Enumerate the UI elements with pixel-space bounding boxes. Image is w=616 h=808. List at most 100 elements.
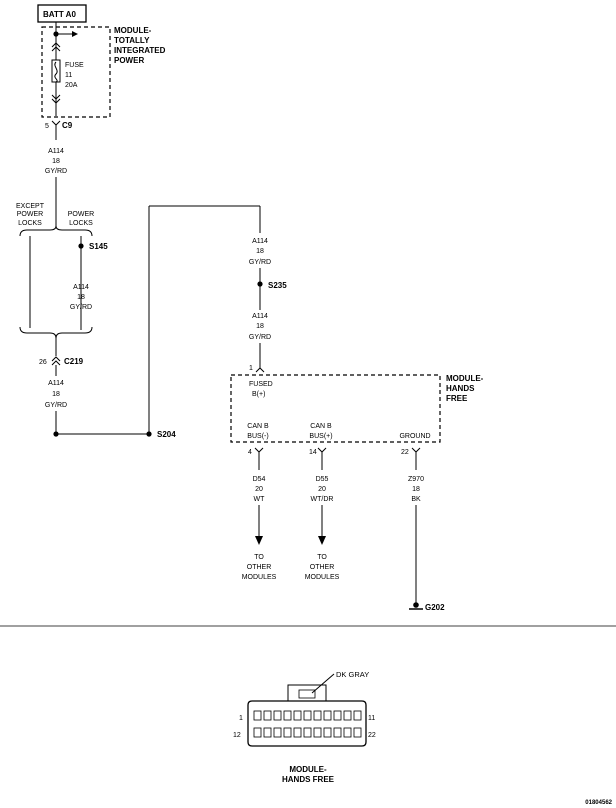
connector-pin-cavity [343,710,352,721]
pin-22: 22 [401,449,409,456]
connector-latch-tab [298,689,316,699]
hfm-pin1-connector-icon [255,367,265,373]
bus-arrow-icon [72,31,78,37]
a114-color-5: GY/RD [249,334,271,341]
d54-color: WT [254,496,266,503]
connector-pin-cavity [323,727,332,738]
d54-to-line-2: OTHER [247,564,272,571]
connector-pin-22: 22 [368,732,376,739]
arrow-down-icon [255,536,263,545]
connector-pin-1: 1 [239,715,243,722]
a114-circuit-3: A114 [48,380,64,387]
connector-body [247,700,367,747]
except-line-1: EXCEPT [16,203,45,210]
hfm-canb-minus-line-2: BUS(-) [247,433,268,440]
except-line-3: LOCKS [18,220,42,227]
d55-to-line-2: OTHER [310,564,335,571]
z970-gauge: 18 [412,486,420,493]
connector-pin-12: 12 [233,732,241,739]
connector-pin-cavity [273,710,282,721]
hfm-fused-line-2: B(+) [252,391,265,398]
z970-color: BK [411,496,421,503]
power-locks-line-1: POWER [68,211,94,218]
connector-pin-cavity [263,727,272,738]
connector-title-line-1: MODULE- [289,765,327,774]
chevron-up-icon [51,360,61,366]
a114-circuit-1: A114 [48,148,64,155]
hfm-module-box [230,374,441,443]
connector-pin-cavity [273,727,282,738]
connector-pin-cavity [303,710,312,721]
a114-gauge-1: 18 [52,158,60,165]
connector-pin-cavity [343,727,352,738]
tipm-name-line-3: INTEGRATED [114,46,166,55]
ground-dot [413,602,419,608]
a114-circuit-2: A114 [73,284,89,291]
d55-color: WT/DR [311,496,334,503]
pin4-connector-icon [254,447,264,453]
d55-to-line-1: TO [317,554,327,561]
pin14-connector-icon [317,447,327,453]
connector-pin-row-1 [253,710,362,721]
chevron-down-icon [51,94,61,100]
ground-name: G202 [425,603,445,612]
connector-pin-cavity [353,727,362,738]
except-line-2: POWER [17,211,43,218]
connector-title-line-2: HANDS FREE [282,775,335,784]
z970-circuit: Z970 [408,476,424,483]
a114-gauge-3: 18 [52,391,60,398]
s204-label: S204 [157,430,176,439]
connector-pin-cavity [283,710,292,721]
connector-pin-cavity [333,727,342,738]
s145-label: S145 [89,242,108,251]
pin-14: 14 [309,449,317,456]
a114-color-2: GY/RD [70,304,92,311]
c219-pin: 26 [39,359,47,366]
connector-pin-cavity [353,710,362,721]
connector-pin-cavity [293,727,302,738]
connector-pin-11: 11 [368,715,375,722]
connector-pin-cavity [283,727,292,738]
d55-circuit: D55 [316,476,329,483]
hfm-name-line-3: FREE [446,394,468,403]
c9-pin: 5 [45,123,49,130]
tipm-module-box [41,26,111,118]
tipm-name-line-2: TOTALLY [114,36,150,45]
connector-pin-row-2 [253,727,362,738]
d55-gauge: 20 [318,486,326,493]
a114-circuit-5: A114 [252,313,268,320]
hfm-canb-minus-line-1: CAN B [247,423,269,430]
a114-color-3: GY/RD [45,402,67,409]
connector-pin-cavity [313,710,322,721]
connector-pin-cavity [303,727,312,738]
fuse-rating: 20A [65,82,78,89]
connector-pin-cavity [333,710,342,721]
d54-circuit: D54 [253,476,266,483]
d54-gauge: 20 [255,486,263,493]
connector-color-label: DK GRAY [336,670,369,679]
connector-pin-cavity [313,727,322,738]
connector-pin-cavity [323,710,332,721]
option-brace-top [19,225,93,237]
hfm-name-line-1: MODULE- [446,374,484,383]
figure-id: 01804562 [585,800,612,806]
power-locks-line-2: LOCKS [69,220,93,227]
connector-leader-line [311,673,335,694]
s145-splice-dot [78,243,84,249]
connector-pin-cavity [293,710,302,721]
a114-gauge-4: 18 [256,248,264,255]
tipm-name-line-1: MODULE- [114,26,152,35]
d55-to-line-3: MODULES [305,574,340,581]
hfm-canb-plus-line-2: BUS(+) [309,433,332,440]
arrow-down-icon [318,536,326,545]
connector-pin-cavity [253,710,262,721]
batt-label: BATT A0 [43,10,76,19]
a114-gauge-2: 18 [77,294,85,301]
hfm-pin-1: 1 [249,365,253,372]
fuse-element-icon [54,61,58,83]
hfm-canb-plus-line-1: CAN B [310,423,332,430]
hfm-fused-line-1: FUSED [249,381,273,388]
d54-to-line-3: MODULES [242,574,277,581]
pin-4: 4 [248,449,252,456]
